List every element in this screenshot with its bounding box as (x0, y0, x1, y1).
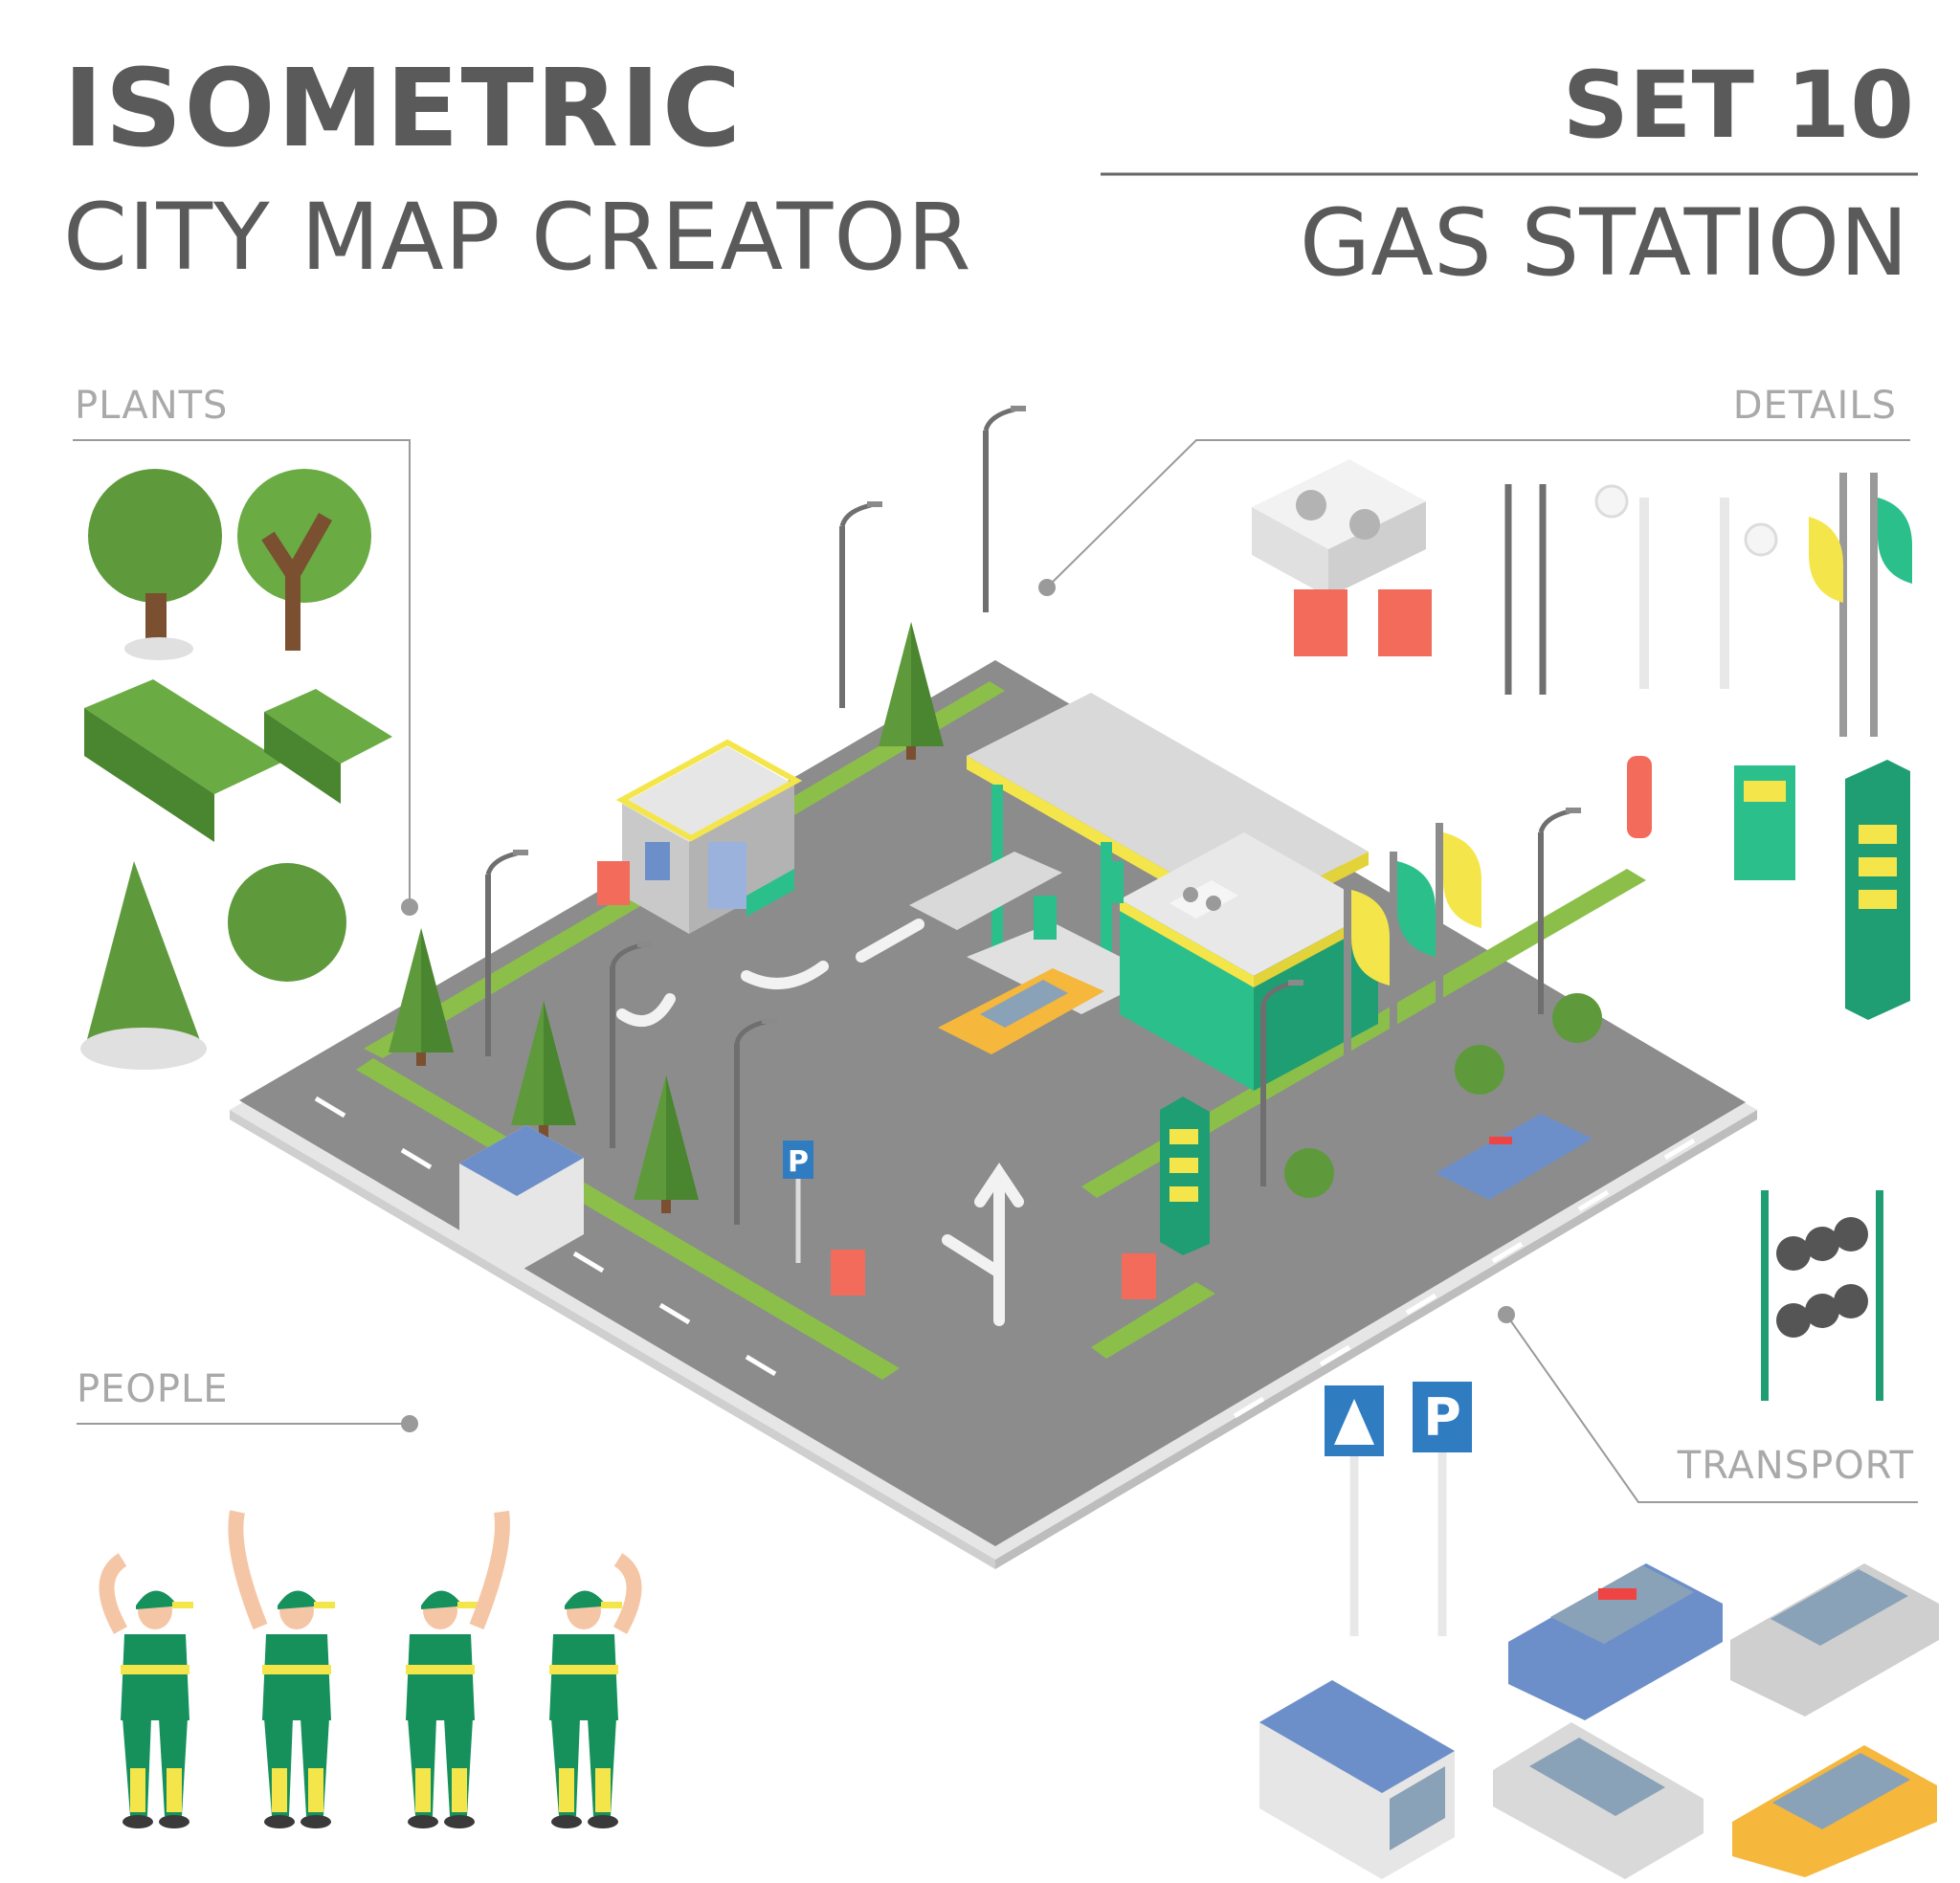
set-number: SET 10 (1562, 52, 1914, 159)
callout-lines (73, 439, 1918, 1503)
lot-arrows (616, 919, 1024, 1326)
taxi-map (938, 968, 1104, 1054)
price-pylon (1160, 1097, 1210, 1255)
map-parking-sign: P (788, 1145, 809, 1179)
taxi (1732, 1745, 1937, 1877)
parking-sign-large: P (1423, 1387, 1461, 1448)
label-people: PEOPLE (77, 1367, 229, 1411)
silver-sedan (1730, 1563, 1939, 1717)
title-isometric: ISOMETRIC (63, 47, 744, 171)
minivan (1259, 1680, 1455, 1879)
flags (1344, 823, 1481, 1186)
label-transport: TRANSPORT (1677, 1444, 1914, 1488)
kiosk-building (615, 739, 803, 934)
police-car-map (1436, 1114, 1592, 1200)
van-map (459, 1125, 584, 1273)
people-section (99, 1510, 642, 1828)
plants-section (80, 469, 392, 1070)
white-sedan (1493, 1722, 1704, 1879)
transport-section: P (1259, 1382, 1939, 1879)
white-car-map (909, 852, 1062, 930)
title-city-map-creator: CITY MAP CREATOR (63, 184, 972, 291)
police-car (1508, 1563, 1723, 1720)
gas-station-map: P (230, 406, 1757, 1569)
set-name: GAS STATION (1299, 189, 1908, 297)
label-details: DETAILS (1732, 384, 1897, 428)
details-section (1252, 459, 1912, 1401)
label-plants: PLANTS (75, 384, 229, 428)
